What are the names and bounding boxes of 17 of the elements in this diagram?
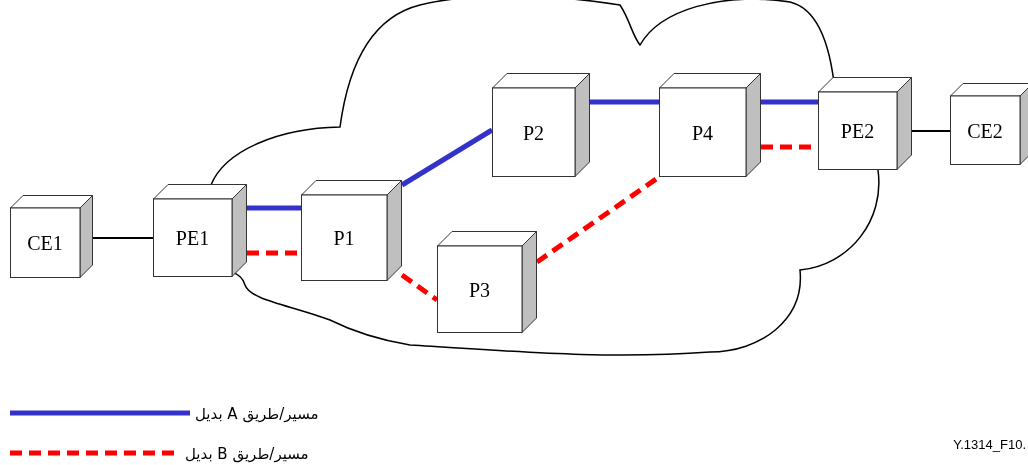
- node-label: P4: [691, 120, 714, 145]
- node-label: P1: [333, 226, 355, 250]
- link-line: [590, 99, 659, 105]
- figure-id: Y.1314_F10.: [953, 437, 1026, 452]
- node-label: P2: [522, 120, 545, 145]
- node-label: P3: [468, 277, 491, 302]
- node-label: PE1: [175, 226, 210, 250]
- link-line: [400, 127, 494, 188]
- node-label: CE1: [27, 231, 63, 255]
- node-label: CE2: [967, 118, 1003, 143]
- link-line: [761, 99, 818, 105]
- legend-text: مسير/طريق A بديل: [195, 405, 319, 423]
- link-line: [400, 272, 439, 303]
- legend-text: مسير/طريق B بديل: [185, 445, 309, 463]
- node-label: PE2: [840, 119, 875, 143]
- link-line: [92, 237, 154, 239]
- link-line: [911, 130, 951, 132]
